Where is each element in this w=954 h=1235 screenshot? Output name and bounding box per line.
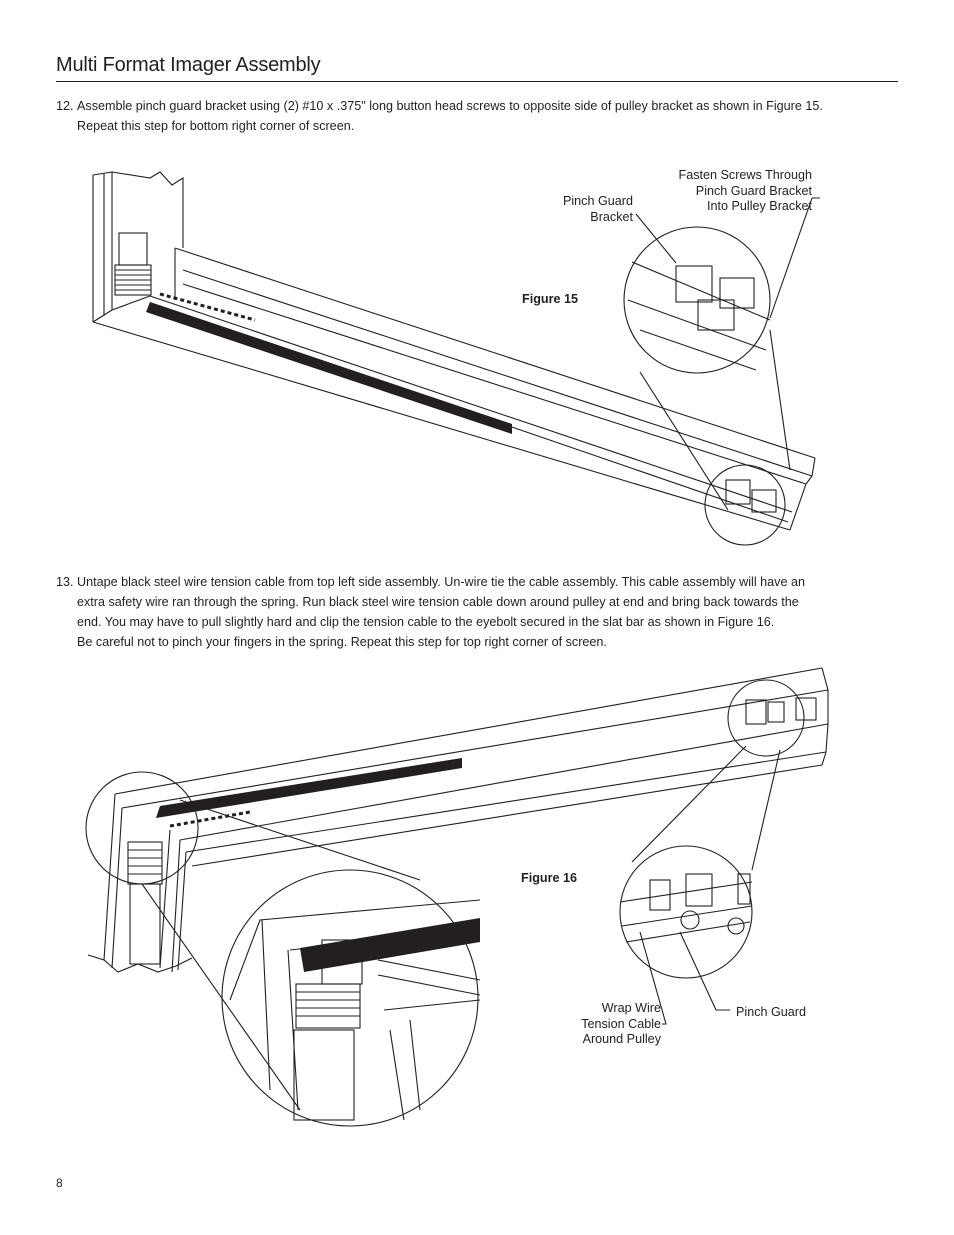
step-line: Untape black steel wire tension cable fr…: [77, 575, 805, 589]
page-number: 8: [56, 1176, 63, 1190]
step-12: 12. Assemble pinch guard bracket using (…: [56, 96, 906, 136]
step-line: Repeat this step for bottom right corner…: [77, 119, 355, 133]
title-rule: [56, 81, 898, 82]
step-13: 13. Untape black steel wire tension cabl…: [56, 572, 906, 652]
callout-wrap-wire: Wrap Wire Tension Cable Around Pulley: [581, 1001, 661, 1046]
figure-15-label: Figure 15: [522, 292, 578, 306]
step-line: Be careful not to pinch your fingers in …: [77, 635, 607, 649]
step-number: 12.: [56, 99, 74, 113]
page-title: Multi Format Imager Assembly: [56, 54, 321, 76]
callout-fasten-screws: Fasten Screws Through Pinch Guard Bracke…: [678, 168, 812, 213]
step-line: Assemble pinch guard bracket using (2) #…: [77, 99, 823, 113]
callout-pinch-guard-bracket: Pinch Guard Bracket: [562, 194, 633, 224]
step-line: end. You may have to pull slightly hard …: [77, 615, 775, 629]
step-line: extra safety wire ran through the spring…: [77, 595, 799, 609]
figure-16-label: Figure 16: [521, 871, 577, 885]
step-number: 13.: [56, 575, 74, 589]
callout-pinch-guard: Pinch Guard: [736, 1005, 807, 1019]
